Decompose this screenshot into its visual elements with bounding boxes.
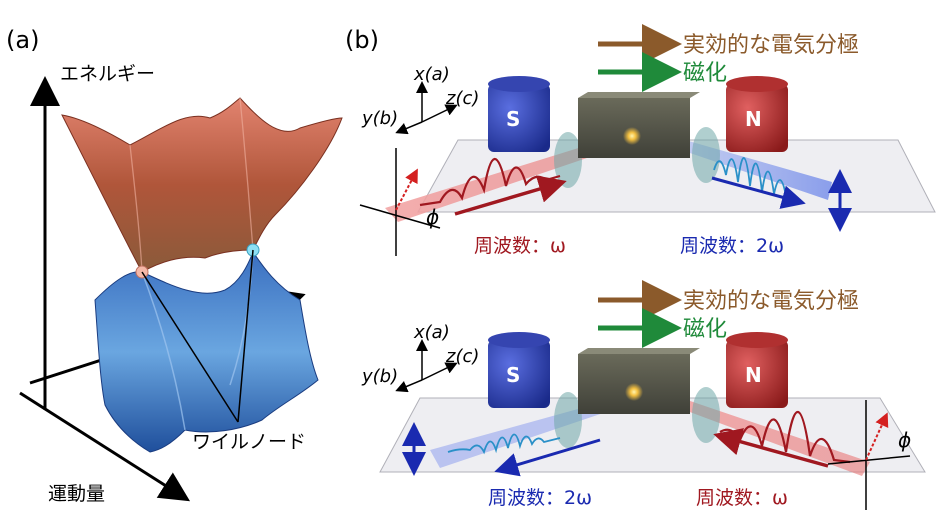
freq-out-label: 周波数：2ω <box>680 235 784 257</box>
axis-z-label: z(c) <box>445 88 479 109</box>
input-polarization-vector-2 <box>865 412 889 461</box>
magnet-n-label: N <box>745 107 762 131</box>
freq-in-label-2: 周波数：ω <box>696 487 788 509</box>
magnet-n <box>726 84 788 152</box>
freq-out-label-2: 周波数：2ω <box>488 487 592 509</box>
sample-top <box>578 92 700 98</box>
axis-x-label-2: x(a) <box>413 322 450 343</box>
polarizer-horizontal <box>359 204 441 229</box>
lens-right-2 <box>692 387 720 443</box>
lens-left-2 <box>554 392 582 448</box>
angle-label: ϕ <box>426 205 439 229</box>
angle-label-2: ϕ <box>898 428 911 452</box>
freq-in-label: 周波数：ω <box>474 235 566 257</box>
magnet-s-top <box>488 76 550 92</box>
axis-y-label: y(b) <box>361 108 398 129</box>
axis-z-arrow-2 <box>421 362 458 381</box>
lens-right <box>692 127 720 183</box>
lens-left <box>554 132 582 188</box>
input-propagation-arrow <box>454 175 567 216</box>
axis-y-label-2: y(b) <box>361 366 398 387</box>
magnetization-label-2: 磁化 <box>683 317 727 342</box>
magnet-n-2 <box>726 340 788 408</box>
panel-b-label: (b) <box>345 26 379 54</box>
axis-z-label-2: z(c) <box>445 346 479 367</box>
magnet-s-label-2: S <box>506 363 520 387</box>
magnet-s-top-2 <box>488 332 550 348</box>
sample-top-2 <box>578 348 700 354</box>
weyl-nodes-label: ワイルノード <box>192 431 306 453</box>
momentum-axis-label: 運動量 <box>48 483 105 505</box>
magnet-n-top-2 <box>726 332 788 348</box>
energy-axis-label: エネルギー <box>60 63 155 85</box>
magnet-s <box>488 84 550 152</box>
panel-b: (b) 実効的な電気分極 磁化 x(a) z(c) y(b) <box>345 24 936 510</box>
setup-bottom: 実効的な電気分極 磁化 x(a) z(c) y(b) S <box>361 280 926 510</box>
magnet-s-label: S <box>506 107 520 131</box>
momentum-axis-1 <box>19 391 191 502</box>
input-polarization-vector <box>395 168 418 211</box>
input-wave <box>419 157 561 207</box>
weyl-leader-1 <box>141 271 239 423</box>
laser-spot-2 <box>625 383 643 401</box>
output-propagation-arrow <box>711 176 806 209</box>
magnet-s-2 <box>488 340 550 408</box>
upper-band-ridge-2 <box>239 97 254 251</box>
polarizer-horizontal-2 <box>827 455 911 465</box>
magnet-n-top <box>726 76 788 92</box>
axis-x-label: x(a) <box>413 64 450 85</box>
lower-energy-band <box>94 250 319 453</box>
input-propagation-arrow-2 <box>713 428 829 468</box>
axis-y-arrow-2 <box>395 379 423 393</box>
weyl-leader-2 <box>237 249 254 423</box>
setup-top: 実効的な電気分極 磁化 x(a) z(c) y(b) S <box>359 24 936 257</box>
laser-spot <box>623 127 641 145</box>
polarization-label: 実効的な電気分極 <box>683 33 859 58</box>
axis-y-arrow <box>395 121 423 135</box>
upper-band-ridge-1 <box>129 144 143 273</box>
polarization-label-2: 実効的な電気分極 <box>683 289 859 314</box>
magnet-n-label-2: N <box>745 363 762 387</box>
lower-band-ridge-1 <box>141 271 186 431</box>
axis-z-arrow <box>421 104 458 123</box>
output-propagation-arrow-2 <box>494 438 601 477</box>
upper-energy-band <box>61 97 343 273</box>
output-wave-2 <box>447 433 561 455</box>
magnetization-label: 磁化 <box>683 61 727 86</box>
panel-a: (a) エネルギー 運動量 ワイルノード <box>6 26 343 505</box>
panel-a-label: (a) <box>6 26 39 54</box>
